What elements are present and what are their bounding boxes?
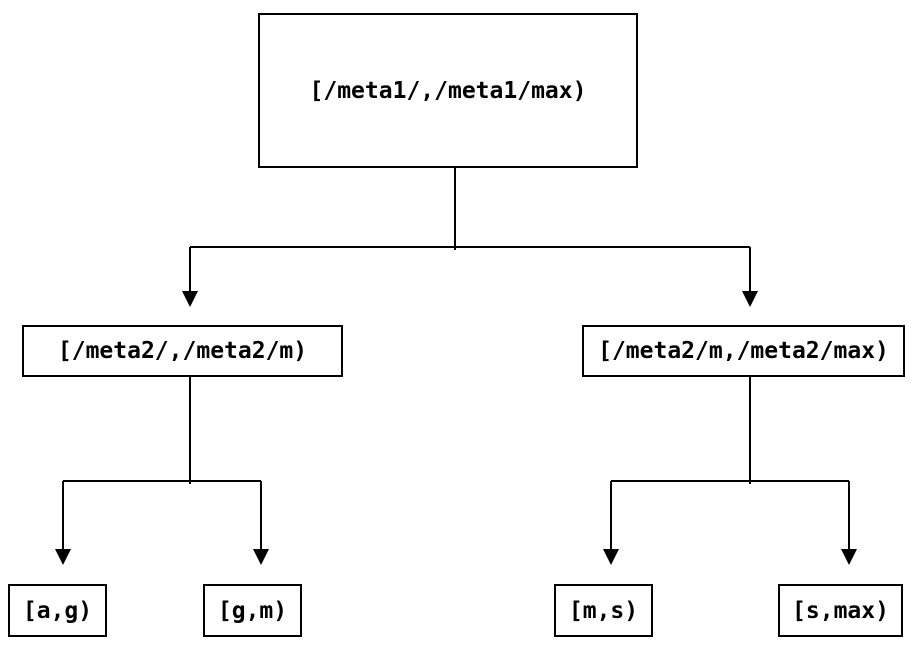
arrowhead-down-icon bbox=[253, 549, 269, 565]
edge-root-to-children bbox=[182, 167, 758, 307]
tree-node-root-label: [/meta1/,/meta1/max) bbox=[309, 77, 587, 104]
tree-leaf-gm-label: [g,m) bbox=[217, 597, 288, 624]
tree-leaf-smax-label: [s,max) bbox=[792, 597, 889, 624]
tree-node-meta2-left: [/meta2/,/meta2/m) bbox=[22, 325, 343, 377]
arrowhead-down-icon bbox=[182, 291, 198, 307]
arrowhead-down-icon bbox=[742, 291, 758, 307]
tree-leaf-smax: [s,max) bbox=[778, 584, 903, 637]
tree-leaf-ms-label: [m,s) bbox=[568, 597, 639, 624]
tree-node-meta2-right: [/meta2/m,/meta2/max) bbox=[582, 325, 905, 377]
edge-left-to-leaves bbox=[55, 377, 269, 565]
tree-leaf-gm: [g,m) bbox=[203, 584, 302, 637]
tree-leaf-ms: [m,s) bbox=[554, 584, 653, 637]
tree-node-root: [/meta1/,/meta1/max) bbox=[258, 13, 638, 168]
tree-node-meta2-right-label: [/meta2/m,/meta2/max) bbox=[598, 338, 889, 364]
arrowhead-down-icon bbox=[55, 549, 71, 565]
arrowhead-down-icon bbox=[841, 549, 857, 565]
tree-leaf-ag-label: [a,g) bbox=[22, 597, 93, 624]
tree-node-meta2-left-label: [/meta2/,/meta2/m) bbox=[57, 338, 308, 364]
edge-right-to-leaves bbox=[603, 377, 857, 565]
arrowhead-down-icon bbox=[603, 549, 619, 565]
tree-leaf-ag: [a,g) bbox=[8, 584, 107, 637]
